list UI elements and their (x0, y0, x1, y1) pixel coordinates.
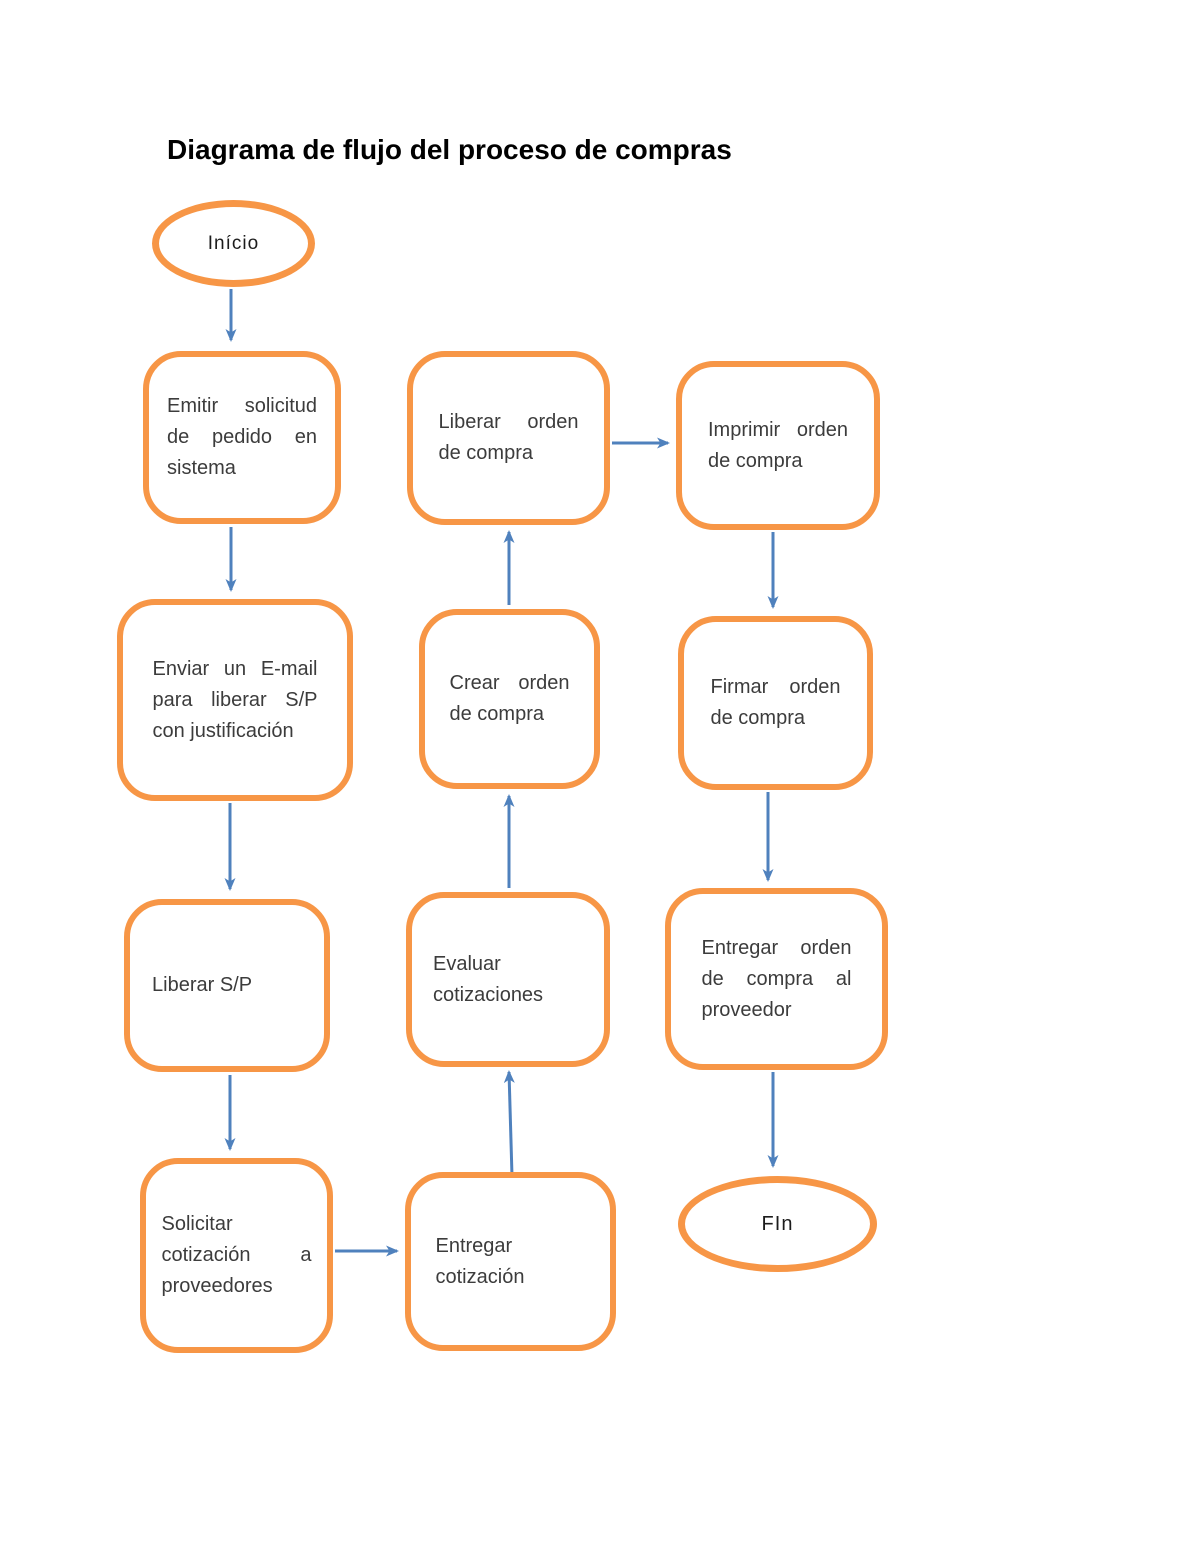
node-inicio: Início (152, 200, 315, 287)
node-crear-orden: Crear orden de compra (419, 609, 600, 789)
node-fin-label: FIn (761, 1212, 794, 1235)
node-entregar-orden-label: Entregar orden de compra al proveedor (701, 936, 852, 1021)
node-solicitar-cotizacion-label: Solicitar cotización a proveedores (161, 1213, 312, 1297)
page-title: Diagrama de flujo del proceso de compras (167, 134, 732, 165)
node-entregar-cotizacion-label: Entregar cotización (435, 1234, 525, 1288)
node-emitir-solicitud-label: Emitir solicitud de pedido en sistema (167, 395, 317, 479)
node-solicitar-cotizacion: Solicitar cotización a proveedores (140, 1158, 333, 1353)
node-entregar-orden: Entregar orden de compra al proveedor (665, 888, 888, 1070)
node-imprimir-orden-label: Imprimir orden de compra (708, 418, 848, 472)
node-firmar-orden-label: Firmar orden de compra (710, 676, 841, 729)
node-liberar-sp: Liberar S/P (124, 899, 330, 1072)
node-liberar-orden-label: Liberar orden de compra (438, 411, 579, 464)
node-entregar-cotizacion: Entregar cotización (405, 1172, 616, 1351)
node-emitir-solicitud: Emitir solicitud de pedido en sistema (143, 351, 341, 524)
node-evaluar-cotizaciones: Evaluar cotizaciones (406, 892, 610, 1067)
node-enviar-email-label: Enviar un E-mail para liberar S/P con ju… (152, 657, 318, 742)
node-crear-orden-label: Crear orden de compra (449, 672, 570, 725)
node-fin: FIn (678, 1176, 877, 1272)
node-imprimir-orden: Imprimir orden de compra (676, 361, 880, 530)
node-liberar-sp-label: Liberar S/P (152, 974, 253, 996)
node-evaluar-cotizaciones-label: Evaluar cotizaciones (433, 952, 544, 1006)
node-inicio-label: Início (207, 233, 260, 254)
node-firmar-orden: Firmar orden de compra (678, 616, 873, 790)
arrow-entregar-cot-to-evaluar (503, 1070, 515, 1177)
node-enviar-email: Enviar un E-mail para liberar S/P con ju… (117, 599, 353, 801)
node-liberar-orden: Liberar orden de compra (407, 351, 610, 525)
